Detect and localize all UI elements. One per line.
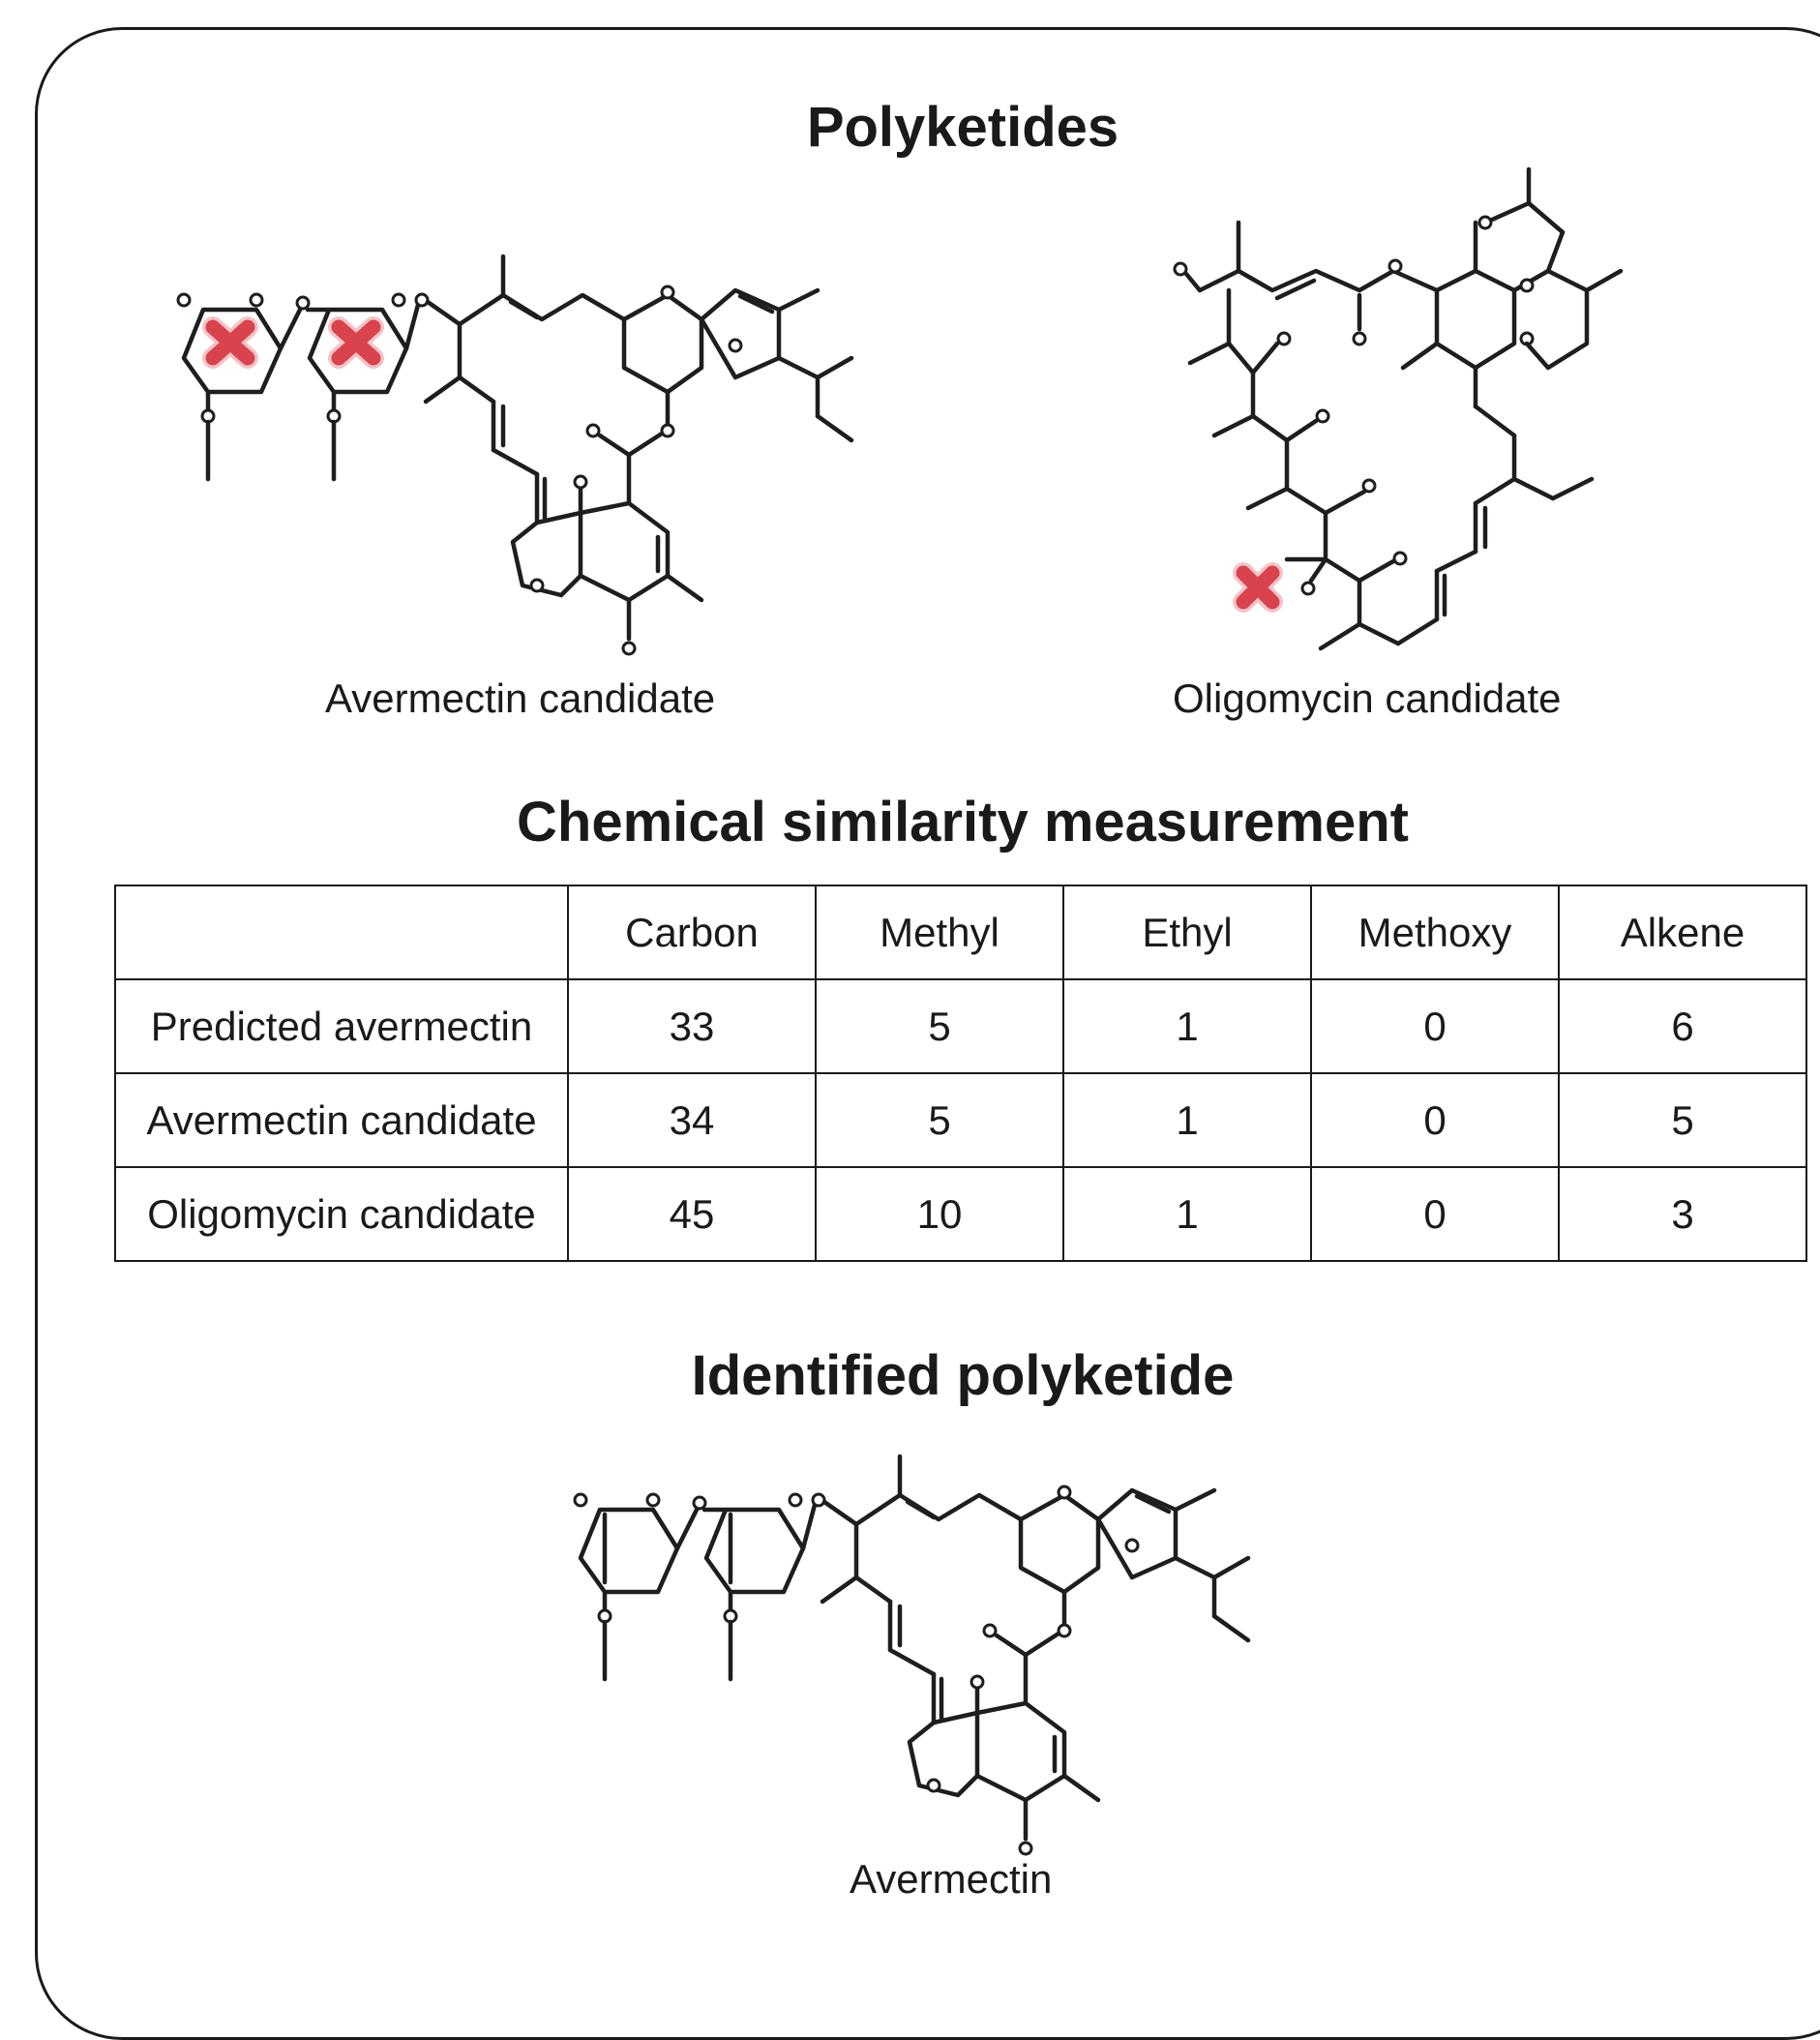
table-cell: 6 — [1558, 978, 1807, 1074]
table-cell: 1 — [1062, 1072, 1312, 1168]
sugar-ring-2 — [305, 292, 421, 482]
table-row: Avermectin candidate 34 5 1 0 5 — [114, 1072, 1807, 1168]
sugar-ring-1 — [573, 1492, 700, 1682]
table-cell: 45 — [567, 1166, 817, 1262]
caption-oligomycin-candidate: Oligomycin candidate — [1173, 675, 1562, 721]
table-row-label: Predicted avermectin — [114, 978, 569, 1074]
heading-polyketides: Polyketides — [806, 96, 1119, 159]
table-row: Oligomycin candidate 45 10 1 0 3 — [114, 1166, 1807, 1262]
table-cell: 3 — [1558, 1166, 1807, 1262]
table-cell: 5 — [815, 978, 1064, 1074]
aglycone-core — [820, 1454, 1251, 1856]
table-cell: 0 — [1310, 978, 1560, 1074]
macrolide-ring — [1173, 166, 1624, 651]
heading-chemical-similarity: Chemical similarity measurement — [517, 791, 1409, 854]
table-cell: 5 — [815, 1072, 1064, 1168]
table-cell: 1 — [1062, 978, 1312, 1074]
aglycone-core — [423, 254, 854, 656]
avermectin-structure — [573, 1454, 1251, 1856]
table-header-cell: Methoxy — [1310, 885, 1560, 980]
table-header-cell: Alkene — [1558, 885, 1807, 980]
table-header-cell: Ethyl — [1062, 885, 1312, 980]
table-cell: 10 — [815, 1166, 1064, 1262]
heading-identified-polyketide: Identified polyketide — [691, 1344, 1235, 1407]
table-row-label: Oligomycin candidate — [114, 1166, 569, 1262]
similarity-table: Carbon Methyl Ethyl Methoxy Alkene Predi… — [114, 885, 1807, 1262]
table-cell: 34 — [567, 1072, 817, 1168]
table-header-row: Carbon Methyl Ethyl Methoxy Alkene — [114, 885, 1807, 980]
avermectin-candidate-structure — [176, 254, 854, 656]
table-row-label: Avermectin candidate — [114, 1072, 569, 1168]
oligomycin-candidate-structure — [1173, 166, 1624, 651]
table-cell: 0 — [1310, 1072, 1560, 1168]
table-cell: 1 — [1062, 1166, 1312, 1262]
table-header-cell — [114, 885, 569, 980]
table-row: Predicted avermectin 33 5 1 0 6 — [114, 978, 1807, 1074]
table-cell: 0 — [1310, 1166, 1560, 1262]
sugar-ring-1 — [176, 292, 303, 482]
caption-avermectin-candidate: Avermectin candidate — [325, 675, 716, 721]
table-cell: 5 — [1558, 1072, 1807, 1168]
table-header-cell: Carbon — [567, 885, 817, 980]
table-header-cell: Methyl — [815, 885, 1064, 980]
sugar-ring-2 — [701, 1492, 818, 1682]
table-cell: 33 — [567, 978, 817, 1074]
caption-avermectin: Avermectin — [850, 1856, 1053, 1902]
